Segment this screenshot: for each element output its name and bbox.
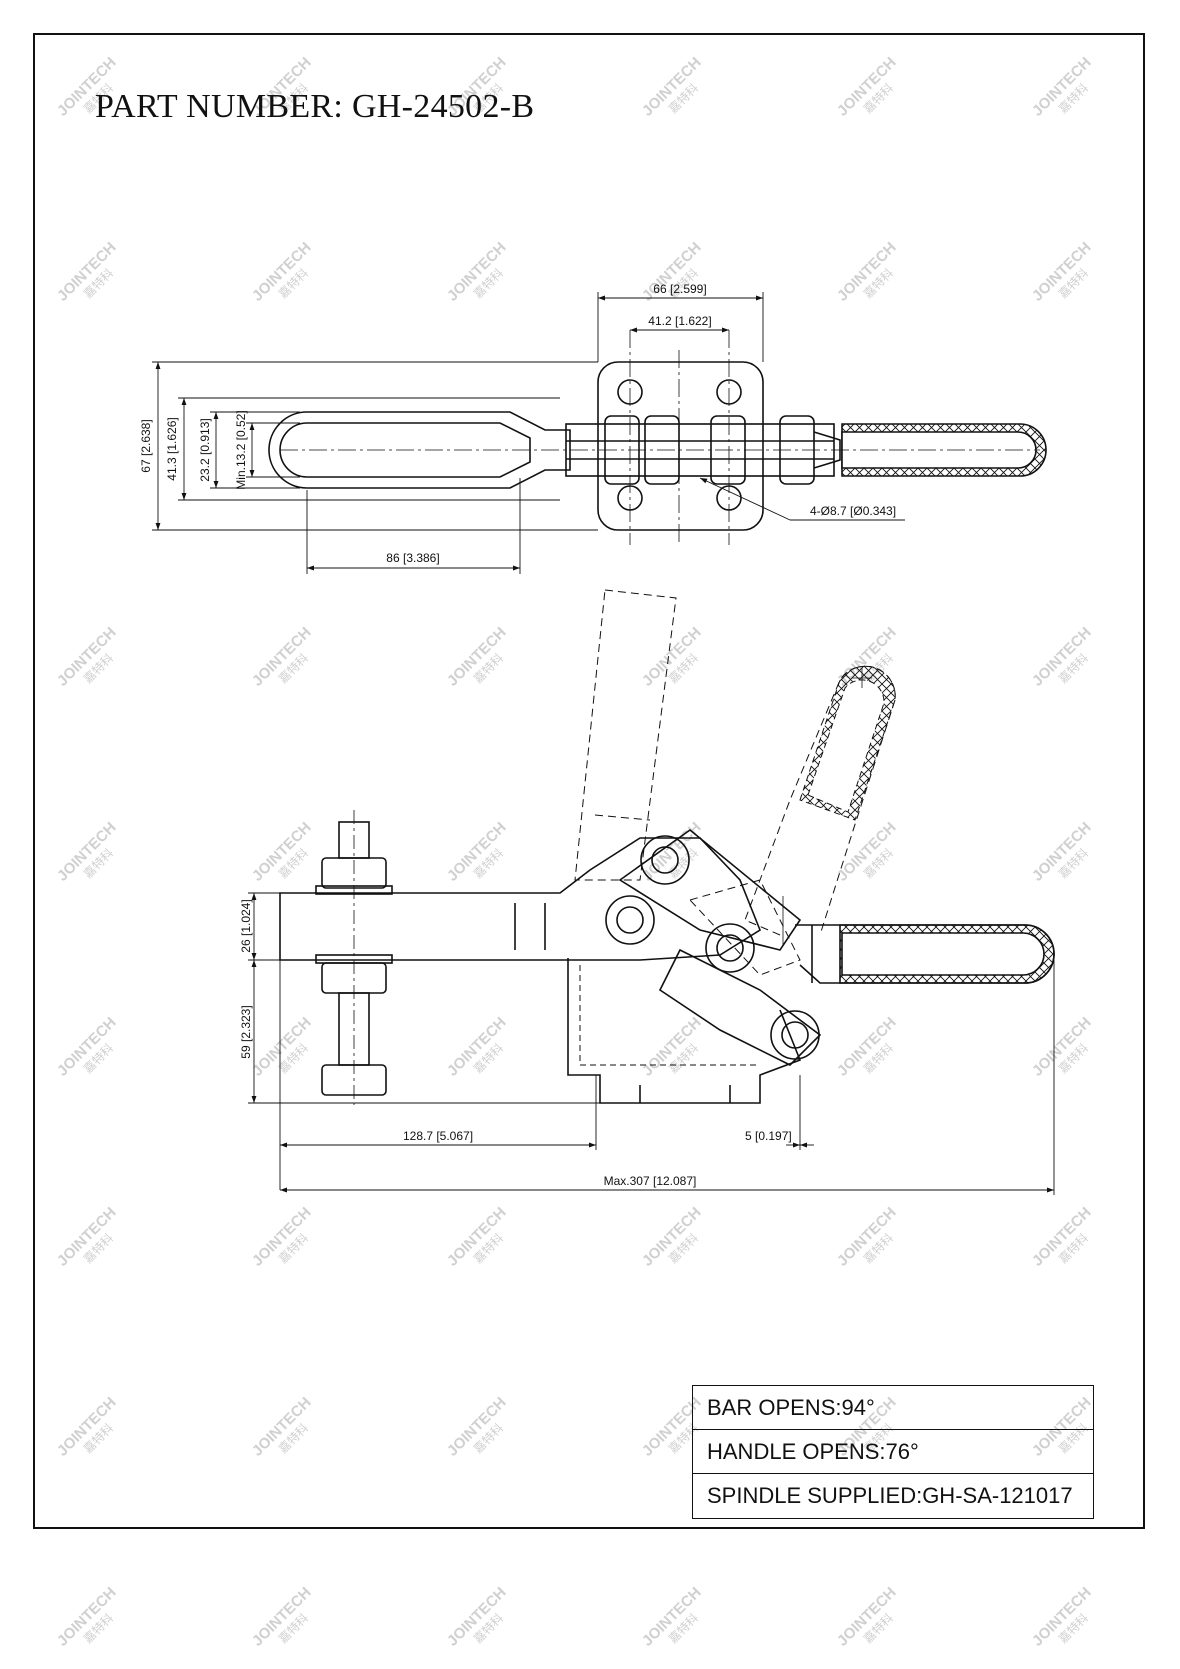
link-lower [658, 948, 822, 1066]
grip-inner [841, 431, 1037, 469]
base-hidden [579, 965, 760, 1066]
dim-width-holes: 41.2 [1.622] [648, 314, 711, 328]
dim-bar-height: 26 [1.024] [239, 899, 253, 952]
dim-reach: 128.7 [5.067] [403, 1129, 473, 1143]
bar-open-ghost [574, 589, 677, 881]
part-number-title: PART NUMBER: GH-24502-B [95, 88, 535, 125]
dim-height-min: Min.13.2 [0.52] [234, 410, 248, 489]
pivot-pin [640, 835, 690, 885]
clamp-bar-slot [279, 422, 531, 478]
ghost-line [594, 814, 651, 821]
spec-handle-opens: HANDLE OPENS:76° [693, 1430, 1093, 1474]
side-view-dim-labels: 26 [1.024] 59 [2.323] 128.7 [5.067] 5 [0… [239, 899, 792, 1188]
link-open-ghost [689, 879, 801, 976]
spec-bar-opens: BAR OPENS:94° [693, 1386, 1093, 1430]
pivot-pin-inner [651, 846, 679, 874]
top-view-dimensions [152, 292, 905, 574]
pivot-pin-inner [616, 906, 644, 934]
pivot-pin-inner [716, 934, 744, 962]
dim-spindle-height: 59 [2.323] [239, 1005, 253, 1058]
dim-base-offset: 5 [0.197] [745, 1129, 792, 1143]
dim-overall-length: Max.307 [12.087] [604, 1174, 697, 1188]
spec-spindle-supplied: SPINDLE SUPPLIED:GH-SA-121017 [707, 1483, 1073, 1508]
dim-slot-length: 86 [3.386] [386, 551, 439, 565]
drawing-frame [33, 33, 1145, 1529]
side-view-dimensions [248, 892, 1055, 1195]
top-view-dim-labels: 66 [2.599] 41.2 [1.622] 67 [2.638] 41.3 … [139, 282, 896, 565]
side-view [279, 589, 1055, 1105]
pivot-pin [770, 1010, 820, 1060]
pivot-pin [605, 895, 655, 945]
spec-table: BAR OPENS:94° HANDLE OPENS:76° SPINDLE S… [692, 1385, 1094, 1519]
handle-open-core [807, 679, 885, 813]
dim-height-mid: 41.3 [1.626] [165, 417, 179, 480]
dim-height-total: 67 [2.638] [139, 419, 153, 472]
pivot-pin [705, 923, 755, 973]
link-main [618, 828, 802, 951]
clamp-bar [268, 411, 571, 489]
pivot-pin-inner [781, 1021, 809, 1049]
top-view [268, 330, 1047, 545]
base-plate [597, 361, 764, 531]
clamp-arm [279, 837, 761, 961]
dim-holes: 4-Ø8.7 [Ø0.343] [810, 504, 896, 518]
dim-width-outer: 66 [2.599] [653, 282, 706, 296]
handle-grip-core [841, 932, 1045, 976]
dim-height-bar: 23.2 [0.913] [198, 418, 212, 481]
